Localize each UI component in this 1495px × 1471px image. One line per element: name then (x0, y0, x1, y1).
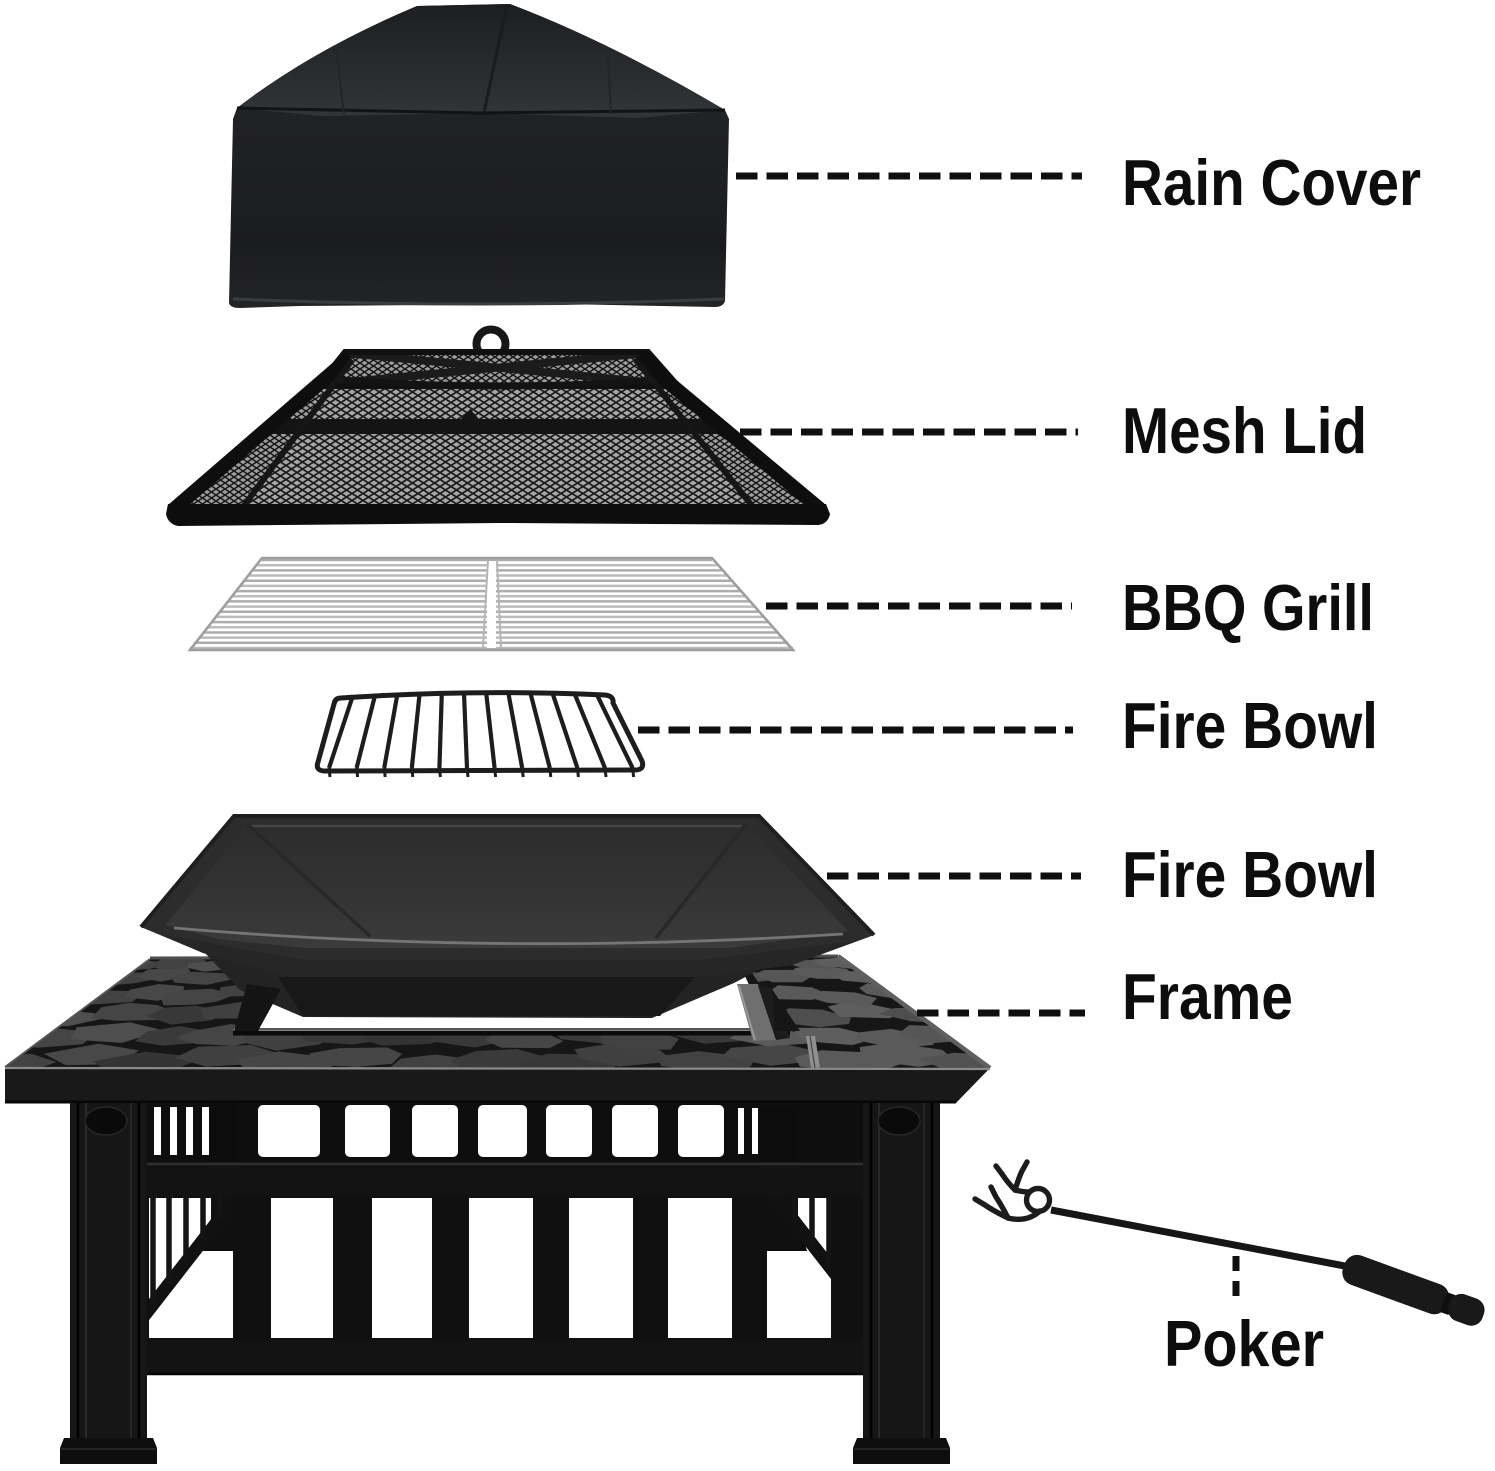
svg-text:Frame: Frame (1122, 960, 1293, 1033)
svg-text:Poker: Poker (1164, 1307, 1324, 1380)
svg-text:Rain Cover: Rain Cover (1122, 146, 1421, 219)
svg-text:Mesh Lid: Mesh Lid (1122, 394, 1367, 467)
svg-text:Fire Bowl: Fire Bowl (1122, 838, 1378, 911)
svg-text:Fire Bowl: Fire Bowl (1122, 689, 1378, 762)
svg-text:BBQ Grill: BBQ Grill (1122, 571, 1374, 644)
